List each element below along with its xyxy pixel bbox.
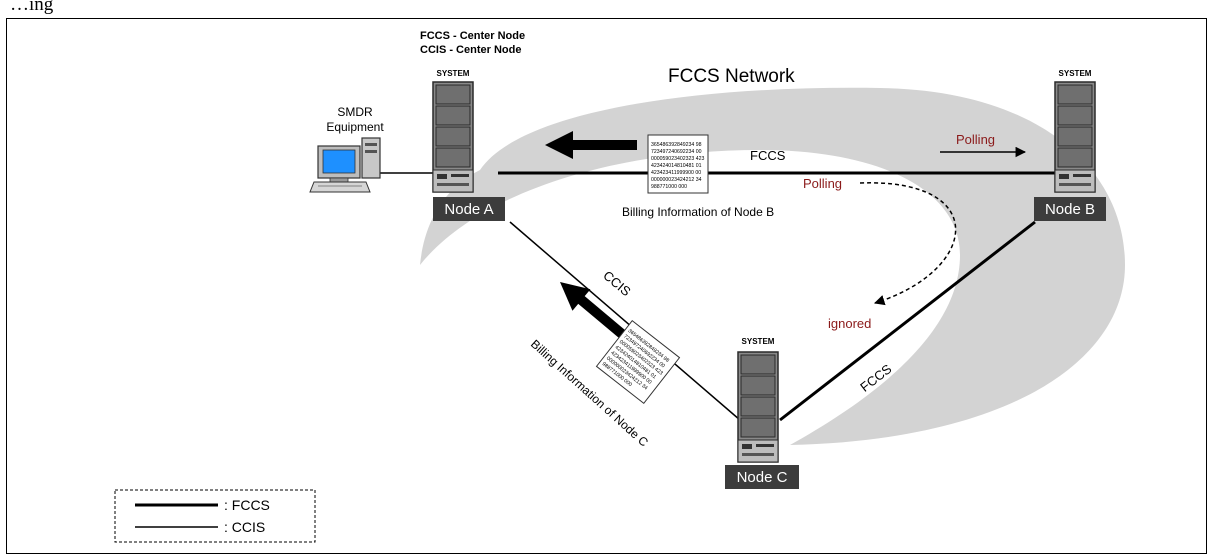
billing-b-line: 723497240692234 00: [651, 149, 702, 155]
billing-document-b: 365486392849234 98 723497240692234 00 00…: [647, 134, 709, 194]
link-a-b-label: FCCS: [750, 148, 786, 163]
node-c-badge: [725, 465, 799, 489]
smdr-label-line2: Equipment: [326, 120, 384, 134]
polling-label-center: Polling: [803, 176, 842, 191]
network-label: FCCS Network: [668, 66, 795, 87]
node-b-badge: [1034, 197, 1106, 221]
billing-b-line: 000000023424212 34: [651, 177, 702, 183]
polling-label-b: Polling: [956, 132, 995, 147]
legend-ccis-label: : CCIS: [224, 519, 265, 535]
center-node-label-fccs: FCCS - Center Node: [420, 30, 525, 42]
system-rack-a: [432, 81, 474, 193]
node-a-badge: [433, 197, 505, 221]
node-b-label: Node B: [1045, 201, 1095, 218]
node-c-label: Node C: [737, 469, 788, 486]
node-a-label: Node A: [444, 201, 493, 218]
legend-fccs-label: : FCCS: [224, 497, 270, 513]
link-b-c-fccs: [779, 220, 1036, 422]
system-label-a: SYSTEM: [437, 69, 470, 78]
legend: : FCCS : CCIS: [114, 489, 316, 543]
link-a-c-ccis: [509, 221, 741, 421]
diagram-frame: [6, 18, 1207, 554]
billing-b-caption: Billing Information of Node B: [622, 205, 774, 219]
system-rack-c: [737, 351, 779, 463]
link-a-c-label: CCIS: [600, 268, 634, 300]
system-label-c: SYSTEM: [742, 337, 775, 346]
billing-b-line: 000059023402323 423: [651, 156, 704, 162]
smdr-label-line1: SMDR: [337, 105, 373, 119]
smdr-computer-icon: [309, 137, 381, 193]
polling-arrow-ignored: [859, 182, 957, 306]
billing-b-line: 365486392849234 98: [651, 142, 702, 148]
system-label-b: SYSTEM: [1059, 69, 1092, 78]
system-rack-b: [1054, 81, 1096, 193]
fccs-network-area: [420, 87, 1125, 445]
ignored-label: ignored: [828, 316, 871, 331]
page-caption-fragment: …ing: [10, 0, 54, 15]
billing-document-c: 365486392849234 98 723497240692234 00 00…: [595, 319, 681, 405]
billing-transfer-arrow-b: [545, 131, 637, 159]
billing-b-line: 423423411999900 00: [651, 170, 701, 176]
center-node-label-ccis: CCIS - Center Node: [420, 44, 521, 56]
billing-b-line: 423424014810481 01: [651, 163, 702, 169]
billing-b-line: 988771000 000: [651, 184, 687, 190]
